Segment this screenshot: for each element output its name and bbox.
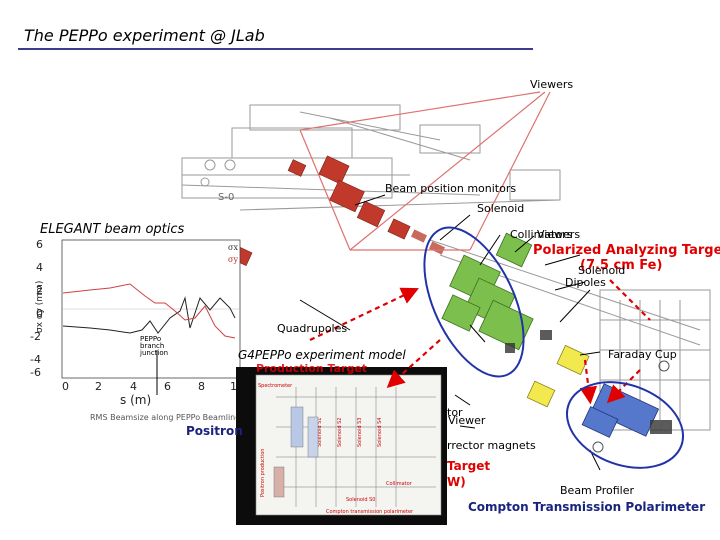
y-tick: 2	[36, 284, 43, 297]
quadrupoles-label: Quadrupoles	[277, 322, 348, 335]
beam-profiler-label: Beam Profiler	[560, 484, 634, 497]
polarized-target-thickness: (7.5 cm Fe)	[580, 258, 663, 273]
faraday-cup-label: Faraday Cup	[608, 348, 677, 361]
y-tick: -4	[30, 353, 41, 366]
elegant-label: ELEGANT beam optics	[40, 222, 185, 237]
branch-junction-label: PEPPo branch junction	[140, 335, 169, 357]
g4-label: Solenoid S4	[377, 418, 383, 447]
legend-y: σy	[228, 255, 238, 264]
solenoid-mid-label: Solenoid	[578, 264, 626, 277]
s0-label: S-0	[218, 192, 234, 203]
x-tick: 4	[130, 380, 137, 393]
g4-label: Compton transmission polarimeter	[326, 509, 414, 515]
g4-label: Solenoid S0	[346, 497, 375, 503]
legend-x: σx	[228, 243, 238, 252]
positron-label-partial: Positron	[186, 424, 243, 438]
w-label-partial: W)	[447, 475, 466, 489]
y-tick: -2	[30, 330, 41, 343]
title-underline	[18, 48, 533, 50]
target-label-partial: Target	[447, 459, 491, 473]
x-tick: 0	[62, 380, 69, 393]
g4-label: Solenoid S3	[357, 418, 363, 447]
viewers-top-label: Viewers	[530, 78, 574, 91]
viewer-label: Viewer	[448, 414, 486, 427]
compton-polarimeter-label: Compton Transmission Polarimeter	[468, 500, 706, 514]
beam-optics-plot: 6 4 2 0 -2 -4 -6 0 2 4 6 8 10 s (m) σx σ…	[30, 238, 244, 422]
page-title: The PEPPo experiment @ JLab	[24, 26, 265, 45]
g4-label: Solenoid S1	[317, 418, 323, 447]
g4peppo-model-image: Spectrometer Solenoid S1 Solenoid S2 Sol…	[236, 367, 447, 525]
g4peppo-label: G4PEPPo experiment model	[238, 348, 406, 362]
y-tick: 0	[36, 307, 43, 320]
g4-label: Collimator	[386, 481, 413, 487]
viewers-mid-label: Viewers	[537, 228, 581, 241]
plot-caption: RMS Beamsize along PEPPo Beamline	[90, 413, 240, 422]
y-tick: -6	[30, 366, 41, 379]
solenoid-top-label: Solenoid	[477, 202, 525, 215]
plot-ylabel: σx σy (mm)	[35, 281, 45, 333]
g4-model-drawing: Spectrometer Solenoid S1 Solenoid S2 Sol…	[255, 374, 442, 516]
g4-label: Spectrometer	[258, 383, 293, 389]
beam-position-monitors-label: Beam position monitors	[385, 182, 517, 195]
g4-label: Solenoid S2	[337, 418, 343, 447]
y-tick: 4	[36, 261, 43, 274]
plot-xlabel: s (m)	[120, 393, 151, 407]
corrector-magnets-label: rrector magnets	[447, 439, 536, 452]
x-tick: 2	[95, 380, 102, 393]
production-target-label-partial: Production Target	[256, 362, 368, 375]
x-tick: 8	[198, 380, 205, 393]
collimators-label: Collimators	[510, 228, 573, 241]
x-tick: 6	[164, 380, 171, 393]
collimator-label-partial: tor	[447, 406, 463, 419]
y-tick: 6	[36, 238, 43, 251]
dipoles-label: Dipoles	[565, 276, 606, 289]
g4-label: Positron production	[260, 449, 266, 497]
polarized-target-label: Polarized Analyzing Target	[533, 243, 720, 258]
